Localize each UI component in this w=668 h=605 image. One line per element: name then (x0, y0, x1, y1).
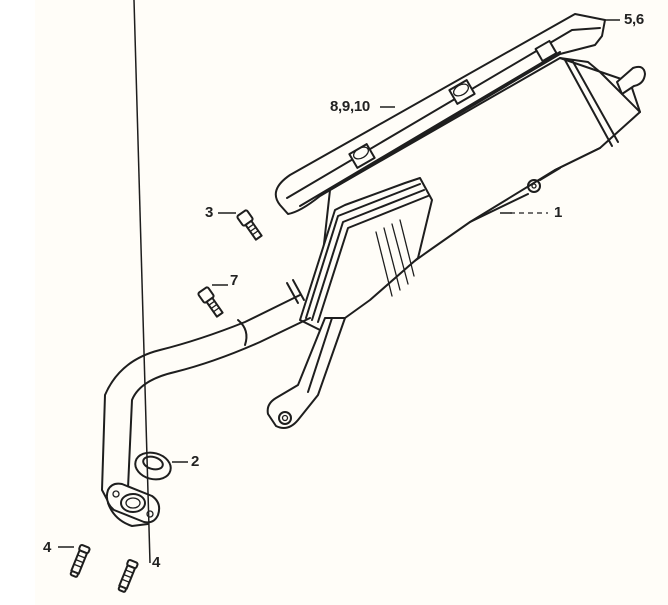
callout-5-6: 5,6 (624, 11, 644, 28)
muffler-bracket (266, 177, 433, 429)
callout-4-right: 4 (152, 554, 161, 571)
stud-4-right (117, 559, 139, 593)
exhaust-gasket (134, 451, 172, 481)
callout-1: 1 (554, 204, 563, 221)
callout-8-9-10: 8,9,10 (330, 98, 370, 115)
callout-3: 3 (205, 204, 214, 221)
exhaust-pipe (101, 279, 311, 527)
bolt-7 (197, 286, 224, 318)
callout-2: 2 (191, 453, 200, 470)
heat-shield (274, 13, 606, 215)
stud-4-left (69, 544, 91, 578)
bolt-3 (236, 209, 263, 241)
callout-7: 7 (230, 272, 239, 289)
leader-lines (58, 0, 620, 564)
callout-4-left: 4 (43, 539, 52, 556)
